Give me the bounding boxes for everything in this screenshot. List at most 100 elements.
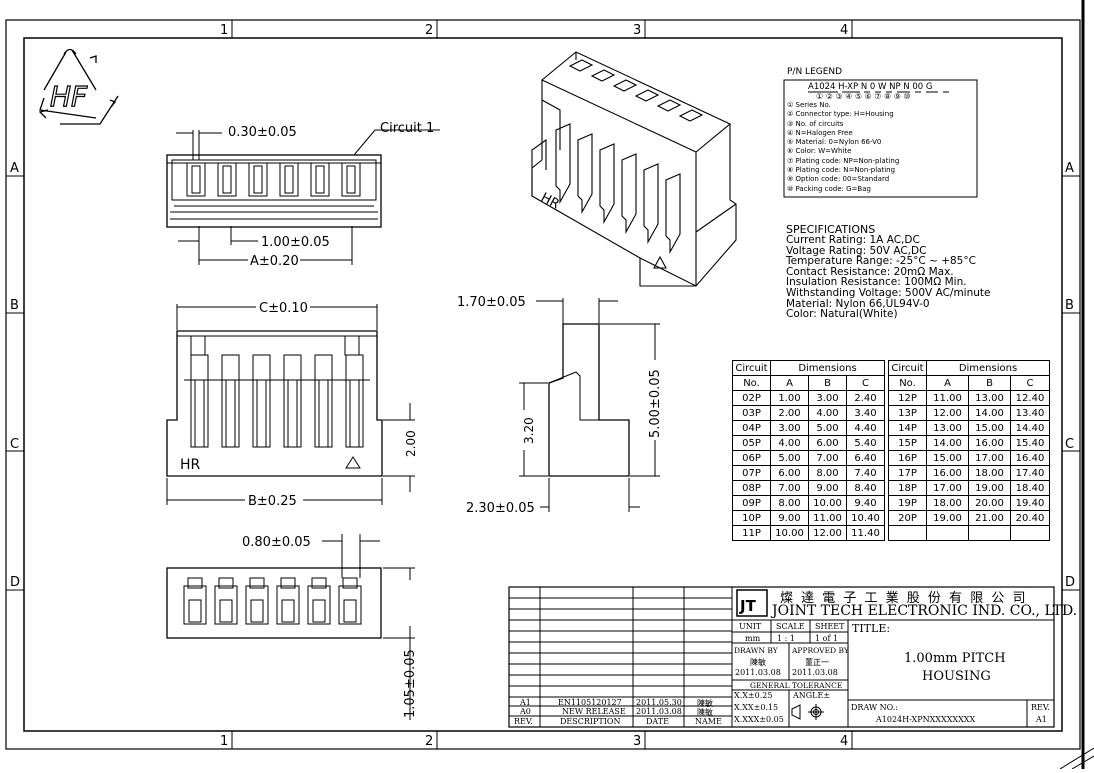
bottom-slot (338, 585, 362, 625)
iso-slot (612, 79, 638, 92)
table-cell: 3.00 (770, 420, 809, 436)
table-cell: 2.00 (770, 405, 809, 421)
col-marker: 1 (220, 734, 228, 749)
iso-rib (665, 173, 681, 255)
table-cell: 9.40 (846, 495, 885, 511)
front-latch (190, 335, 206, 356)
sheet-corner-line (1059, 747, 1094, 770)
dim-bottom-width: 2.30±0.05 (466, 501, 535, 516)
table-cell: 19P (888, 495, 927, 511)
hr-marking: HR (180, 457, 201, 473)
table-header: Circuit (732, 360, 771, 376)
iso-slot (634, 89, 660, 102)
rev-header-name: NAME (695, 717, 722, 726)
front-contact-cavity (345, 354, 364, 448)
bottom-slot-inner (281, 599, 295, 623)
table-cell: 03P (732, 405, 771, 421)
title-label: TITLE: (852, 622, 891, 635)
row-marker: A (10, 161, 19, 176)
rev-row-desc: NEW RELEASE (562, 707, 626, 716)
top-slot (341, 162, 361, 197)
drawing-title-line2: HOUSING (922, 669, 991, 684)
table-cell: 15.40 (1010, 435, 1050, 451)
table-cell: 6.40 (846, 450, 885, 466)
table-cell: 14P (888, 420, 927, 436)
top-slot (186, 162, 206, 197)
table-cell: 14.40 (1010, 420, 1050, 436)
table-cell: 6.00 (770, 465, 809, 481)
spec-line: Material: Nylon 66,UL94V-0 (786, 297, 930, 310)
front-view (166, 304, 415, 505)
top-contact (346, 165, 356, 194)
row-marker: D (1065, 575, 1075, 590)
dim-top-width: 1.70±0.05 (457, 295, 526, 310)
bottom-slot-tab (280, 577, 296, 589)
table-cell: 4.00 (770, 435, 809, 451)
spec-line: Current Rating: 1A AC,DC (786, 234, 920, 246)
unit-value: mm (745, 634, 761, 643)
table-cell: 14.00 (926, 435, 969, 451)
table-cell: 17P (888, 465, 927, 481)
sheet-value: 1 of 1 (815, 634, 839, 643)
rev-row-name: 陳敏 (697, 708, 713, 717)
table-cell: 10.40 (846, 510, 885, 526)
rev-row-desc: EN1105120127 (558, 698, 622, 707)
company-logo-text: JT (739, 597, 757, 615)
table-cell: 17.00 (968, 450, 1011, 466)
pn-legend-item: ② Connector type: H=Housing (787, 110, 894, 119)
table-cell: 8.40 (846, 480, 885, 496)
tolerance-3: X.XXX±0.05 (734, 715, 784, 724)
table-header: C (1010, 375, 1050, 391)
isometric-view (531, 51, 737, 287)
pn-legend-item: ⑥ Color: W=White (787, 147, 852, 156)
front-contact-cavity (190, 354, 209, 448)
table-cell (888, 525, 927, 541)
rev-row-rev: A1 (520, 698, 531, 707)
bottom-slot-inner (219, 599, 233, 623)
table-cell: 10.00 (770, 525, 809, 541)
table-cell (1010, 525, 1050, 541)
approved-date: 2011.03.08 (792, 668, 838, 677)
table-cell: 13P (888, 405, 927, 421)
table-cell: 15.00 (968, 420, 1011, 436)
drawn-date: 2011.03.08 (735, 668, 781, 677)
table-cell: 3.40 (846, 405, 885, 421)
iso-slot (568, 59, 594, 72)
pn-legend-item: ⑩ Packing code: G=Bag (787, 184, 871, 193)
table-cell: 5.40 (846, 435, 885, 451)
drawing-title-line1: 1.00mm PITCH (904, 651, 1006, 666)
table-cell: 18.00 (968, 465, 1011, 481)
table-cell: 18.00 (926, 495, 969, 511)
table-cell: 12.00 (808, 525, 847, 541)
rev-row-date: 2011.03.08 (636, 707, 682, 716)
table-header: B (968, 375, 1011, 391)
bottom-slot-tab (187, 577, 203, 589)
pn-segments: A1024 H-XP N 0 W NP N 00 G (808, 82, 933, 92)
bottom-view (166, 534, 415, 720)
row-marker: A (1065, 161, 1074, 176)
bottom-slot-inner (312, 599, 326, 623)
scale-value: 1 : 1 (777, 634, 795, 643)
pn-legend-item: ① Series No. (787, 101, 831, 109)
table-cell: 10.00 (808, 495, 847, 511)
row-marker: C (10, 437, 19, 452)
top-slot (217, 162, 237, 197)
table-cell: 16.00 (926, 465, 969, 481)
col-marker: 2 (425, 23, 433, 38)
table-header: C (846, 375, 885, 391)
table-cell: 13.40 (1010, 405, 1050, 421)
table-header: No. (732, 375, 771, 391)
table-cell: 18P (888, 480, 927, 496)
dim-lower-height: 3.20 (522, 417, 536, 444)
circuit-label: Circuit 1 (380, 121, 434, 136)
row-marker: D (10, 575, 20, 590)
pn-legend-item: ⑨ Option code: 00=Standard (787, 175, 890, 184)
table-cell: 06P (732, 450, 771, 466)
table-cell: 2.40 (846, 390, 885, 406)
top-contact (222, 165, 232, 194)
